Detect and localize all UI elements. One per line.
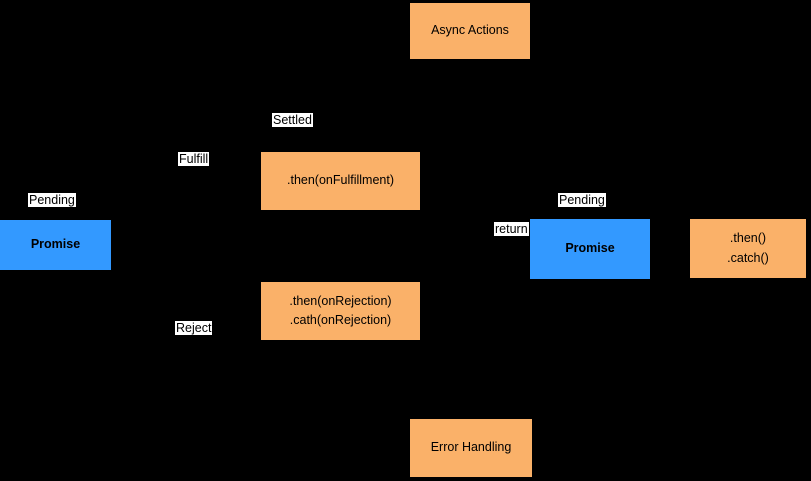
- node-async-actions: Async Actions: [410, 3, 530, 59]
- node-error-handling: Error Handling: [410, 419, 532, 477]
- node-then-catch: .then() .catch(): [690, 219, 806, 278]
- node-then-onfulfillment-label: .then(onFulfillment): [287, 173, 394, 188]
- label-pending-left: Pending: [28, 193, 76, 207]
- node-then-onrejection-line1: .then(onRejection): [289, 293, 392, 308]
- node-promise-right-label: Promise: [565, 241, 615, 256]
- label-pending-right: Pending: [558, 193, 606, 207]
- label-return: return: [494, 222, 529, 236]
- node-async-actions-label: Async Actions: [431, 23, 509, 38]
- node-then-onrejection-line2: .cath(onRejection): [289, 313, 392, 327]
- label-fulfill: Fulfill: [178, 152, 210, 166]
- node-promise-right: Promise: [530, 219, 650, 279]
- node-then-catch-line2: .catch(): [727, 250, 769, 265]
- node-error-handling-label: Error Handling: [430, 440, 512, 455]
- label-settled: Settled: [272, 113, 313, 127]
- node-then-catch-line1: .then(): [729, 231, 767, 246]
- node-then-onrejection: .then(onRejection) .cath(onRejection): [261, 282, 420, 340]
- node-promise-left-label: Promise: [30, 237, 81, 252]
- node-then-onfulfillment: .then(onFulfillment): [261, 152, 420, 210]
- node-promise-left: Promise: [0, 220, 111, 270]
- label-reject: Reject: [175, 321, 213, 335]
